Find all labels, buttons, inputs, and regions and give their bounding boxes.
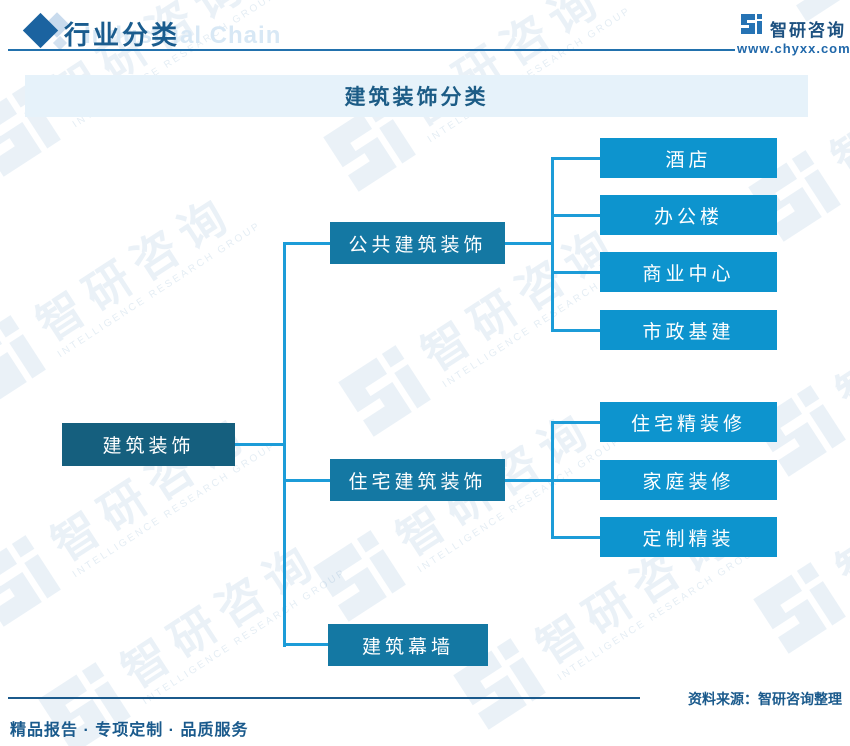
watermark-logo-icon — [753, 562, 846, 654]
brand-website-link[interactable]: www.chyxx.com — [737, 41, 850, 56]
watermark-en-text: INTELLIGENCE RESEARCH GROUP — [140, 567, 349, 708]
tree-leaf-home-decor: 家庭装修 — [600, 460, 777, 500]
tree-branch-curtain-wall: 建筑幕墙 — [328, 624, 488, 666]
connector-branch3-left — [283, 643, 328, 646]
connector-leaf-office — [551, 214, 600, 217]
connector-branch1-left — [283, 242, 330, 245]
watermark-logo-icon — [0, 535, 61, 627]
chart-title-bar: 建筑装饰分类 — [25, 75, 808, 117]
watermark-cn-text: 智研咨询 — [827, 255, 850, 421]
connector-root-trunk — [235, 443, 283, 446]
tree-root-node: 建筑装饰 — [62, 423, 235, 466]
source-note: 资料来源：智研咨询整理 — [688, 691, 842, 707]
watermark-logo-icon — [0, 315, 46, 407]
connector-leaf-residential — [551, 421, 600, 424]
connector-branch2-right — [505, 479, 551, 482]
connector-branch1-right — [505, 242, 551, 245]
watermark: 智研咨询 INTELLIGENCE RESEARCH GROUP — [34, 518, 353, 746]
watermark-logo-icon — [338, 345, 431, 437]
watermark: 智研咨询 INTELLIGENCE RESEARCH GROUP — [0, 171, 268, 416]
tree-leaf-residential-finish: 住宅精装修 — [600, 402, 777, 442]
connector-leaf-custom — [551, 536, 600, 539]
tree-leaf-hotel: 酒店 — [600, 138, 777, 178]
watermark-cn-text: 智研咨询 — [27, 185, 244, 351]
connector-leaf-municipal — [551, 329, 600, 332]
brand-name: 智研咨询 — [770, 21, 846, 40]
watermark-en-text: INTELLIGENCE RESEARCH GROUP — [55, 220, 264, 361]
chart-title: 建筑装饰分类 — [344, 86, 489, 109]
watermark-cn-text: 智研咨询 — [827, 432, 850, 598]
tree-leaf-mall: 商业中心 — [600, 252, 777, 292]
header-divider — [8, 49, 735, 51]
tree-branch-public: 公共建筑装饰 — [330, 222, 505, 264]
watermark-logo-icon — [313, 530, 406, 622]
connector-branch2-left — [283, 479, 330, 482]
watermark-cn-text: 智研咨询 — [112, 532, 329, 698]
brand-logo-icon — [741, 14, 762, 34]
connector-leaf-mall — [551, 271, 600, 274]
header-ghost-text: Industrial Chain — [84, 22, 282, 49]
connector-leaf-hotel — [551, 157, 600, 160]
page-title: 行业分类 — [64, 20, 181, 50]
footer-slogan: 精品报告 · 专项定制 · 品质服务 — [10, 722, 249, 739]
watermark-en-text: INTELLIGENCE RESEARCH GROUP — [415, 435, 624, 576]
connector-group1-vertical — [551, 157, 554, 332]
footer-divider — [8, 697, 640, 699]
tree-leaf-municipal: 市政基建 — [600, 310, 777, 350]
tree-leaf-custom-finish: 定制精装 — [600, 517, 777, 557]
connector-leaf-home — [551, 479, 600, 482]
tree-branch-residential: 住宅建筑装饰 — [330, 459, 505, 501]
connector-main-vertical — [283, 242, 286, 647]
watermark-en-text: INTELLIGENCE RESEARCH GROUP — [555, 543, 764, 684]
tree-leaf-office: 办公楼 — [600, 195, 777, 235]
